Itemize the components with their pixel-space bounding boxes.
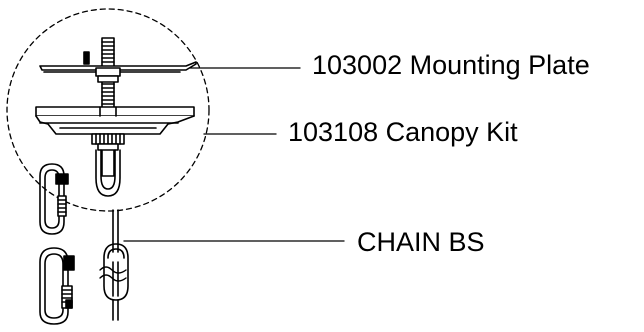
mounting-plate <box>40 62 196 82</box>
detail-circle <box>7 9 209 211</box>
quick-link-upper <box>40 164 68 234</box>
callout-mounting-plate: 103002 Mounting Plate <box>312 50 590 80</box>
callout-chain: CHAIN BS <box>357 227 485 257</box>
canopy <box>36 107 194 134</box>
hanging-loop <box>96 150 120 196</box>
knurled-nut <box>92 134 124 150</box>
quick-link-lower <box>40 248 74 324</box>
callout-canopy-kit: 103108 Canopy Kit <box>288 117 518 147</box>
locating-pin <box>84 52 89 64</box>
chain <box>100 210 128 320</box>
